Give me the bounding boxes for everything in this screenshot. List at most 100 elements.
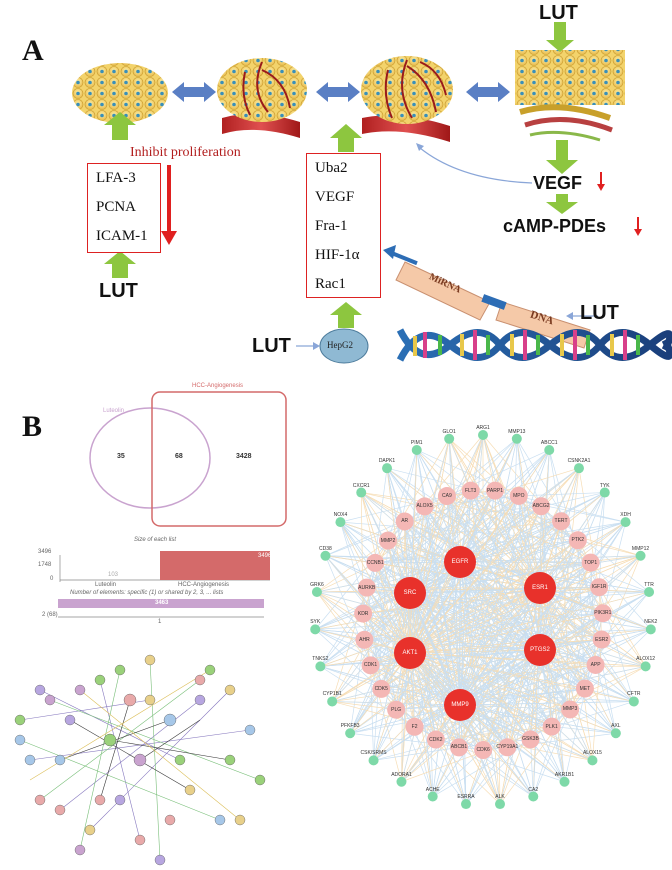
ppi-label: AHR: [359, 636, 370, 643]
ppi-node-ccnb1: [366, 553, 385, 572]
ppi-node-parp1: [485, 481, 504, 500]
ppi-node-cftr: [628, 696, 639, 707]
ppi-edge: [539, 587, 635, 702]
ppi-node-dapk1: [382, 463, 393, 474]
ppi-node-pik3r1: [593, 604, 612, 623]
string-network: [19, 659, 261, 861]
ppi-label: PIK3R1: [594, 610, 612, 617]
ppi-edge: [539, 449, 550, 651]
ppi-node-mmp9: [444, 689, 476, 721]
red-arrow-vegf: [597, 172, 605, 191]
venn-only-a: 35: [117, 453, 125, 460]
ppi-edge: [315, 629, 461, 706]
ppi-edge: [370, 665, 374, 761]
ppi-edge: [459, 438, 518, 706]
ppi-edge: [409, 592, 586, 689]
ppi-edge: [459, 506, 542, 706]
ppi-edge: [416, 449, 461, 706]
ppi-label: MMP3: [562, 706, 578, 713]
ppi-node-flt3: [461, 481, 480, 500]
ppi-edge: [325, 555, 461, 706]
target-hif1a: HIF-1α: [315, 247, 360, 263]
ppi-label: CXCR1: [352, 482, 370, 489]
ppi-label: SRC: [403, 590, 417, 596]
double-arrow-1: [172, 82, 216, 102]
ppi-label: FLT3: [465, 487, 477, 494]
hepg2-label: HepG2: [327, 340, 353, 350]
ppi-edge: [325, 555, 411, 654]
blue-arrow-to-box: [383, 245, 418, 266]
ppi-edge: [325, 555, 461, 563]
ppi-label: AR: [401, 518, 409, 525]
bar-ytick-mid: 1748: [38, 562, 52, 568]
ppi-label: MMP12: [631, 545, 650, 552]
ppi-node-src: [394, 577, 426, 609]
ppi-edge: [409, 652, 460, 748]
ppi-node-syk: [310, 624, 321, 635]
ppi-node-cdk6: [474, 740, 493, 759]
green-arrow-down-vegf: [546, 140, 578, 174]
ppi-edge: [350, 704, 461, 734]
ppi-edge: [409, 467, 580, 654]
ppi-edge: [409, 438, 518, 594]
ppi-label: PARP1: [486, 487, 503, 494]
ppi-label: PIM1: [410, 439, 423, 446]
ppi-edge: [401, 652, 411, 782]
ppi-edge: [375, 539, 578, 564]
ppi-edge: [494, 490, 541, 651]
ppi-edge: [404, 521, 541, 651]
ppi-edge: [409, 521, 626, 654]
ppi-node-mpo: [509, 486, 528, 505]
bar-ytick-max: 3496: [38, 549, 52, 555]
ppi-node-adora1: [396, 776, 407, 787]
ppi-edge: [374, 562, 411, 654]
ppi-edge: [395, 709, 484, 751]
ppi-edge: [373, 747, 460, 761]
ppi-node-cxcr1: [356, 487, 367, 498]
ppi-node-cd38: [320, 550, 331, 561]
ppi-node-cdk5: [372, 679, 391, 698]
ppi-label: MET: [579, 685, 591, 692]
ppi-node-ache: [427, 791, 438, 802]
ppi-node-ar: [395, 512, 414, 531]
ppi-edge: [539, 649, 634, 702]
ppi-edge: [459, 495, 520, 706]
ppi-edge: [361, 492, 541, 589]
target-lfa3: LFA-3: [96, 170, 136, 186]
ppi-edge: [459, 704, 571, 710]
ppi-label: CSNK2A1: [567, 457, 591, 464]
ppi-label: NEK2: [644, 619, 658, 626]
ppi-node-cyp1b1: [327, 696, 338, 707]
ppi-edge: [459, 540, 579, 706]
ppi-node-esr2: [592, 630, 611, 649]
ppi-node-app: [586, 655, 605, 674]
ppi-edge: [414, 726, 434, 797]
ppi-edge: [459, 649, 541, 706]
ppi-label: ALK: [495, 793, 505, 800]
ppi-edge: [409, 495, 448, 654]
camp-pdes-label: cAMP-PDEs: [503, 216, 607, 236]
ppi-edge: [409, 652, 634, 702]
ppi-node-grk6: [311, 586, 322, 597]
ppi-node-kdr: [354, 604, 373, 623]
ppi-node-ahr: [355, 630, 374, 649]
venn-only-b: 3428: [236, 453, 252, 460]
ppi-label: AKT1: [402, 650, 418, 656]
ppi-edge: [416, 449, 461, 563]
bar-value-label: 3496: [258, 553, 272, 559]
bar-axis-mid: 1: [158, 619, 162, 625]
thin-arrow-vegf-to-tumor: [419, 147, 533, 184]
ppi-edge: [414, 649, 541, 728]
ppi-node-alox15: [587, 755, 598, 766]
ppi-edge: [370, 664, 461, 706]
ppi-edge: [409, 434, 484, 654]
ppi-node-csk/srms: [368, 755, 379, 766]
ppi-edge: [539, 521, 626, 589]
ppi-label: AXL: [611, 723, 621, 730]
ppi-edge: [409, 490, 472, 654]
green-arrow-lut-top: [546, 22, 574, 52]
venn-both: 68: [175, 453, 183, 460]
ppi-edge: [424, 506, 461, 706]
ppi-node-ca2: [528, 791, 539, 802]
